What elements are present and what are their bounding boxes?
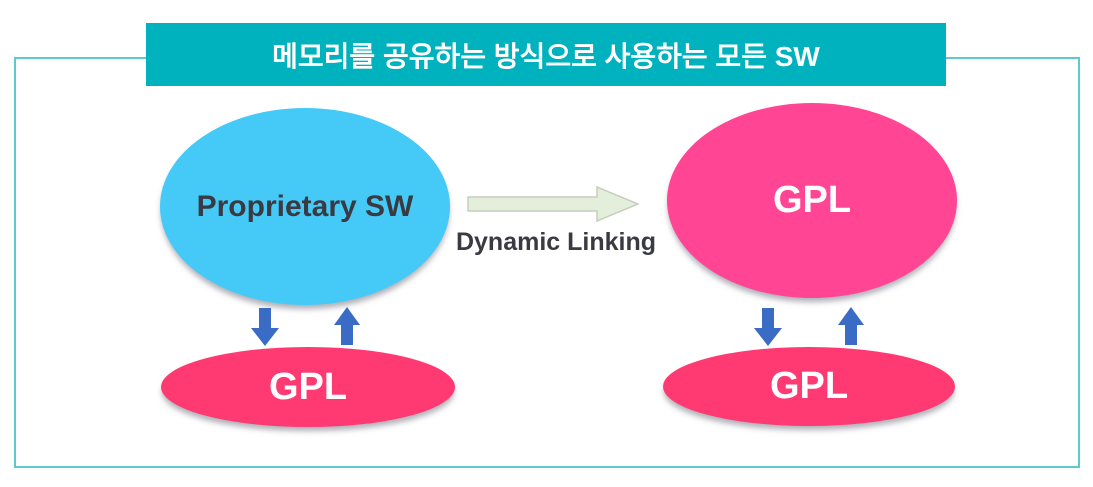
right-block-arrow-icon [467,186,639,222]
gpl-sub-ellipse-left: GPL [161,347,455,427]
down-arrow-icon [754,308,782,346]
gpl-sub-label-right: GPL [769,365,849,407]
header-title: 메모리를 공유하는 방식으로 사용하는 모든 SW [272,40,820,72]
gpl-sub-ellipse-right: GPL [663,347,955,426]
gpl-sub-label-left: GPL [268,365,348,408]
dynamic-linking-label: Dynamic Linking [455,228,657,256]
header-banner: 메모리를 공유하는 방식으로 사용하는 모든 SW [146,23,946,86]
up-arrow-icon [334,307,360,345]
gpl-main-label: GPL [772,179,852,221]
proprietary-sw-label: Proprietary SW [196,189,414,223]
gpl-main-ellipse: GPL [667,103,957,298]
up-arrow-icon [838,307,864,345]
proprietary-sw-ellipse: Proprietary SW [160,108,450,305]
down-arrow-icon [251,308,279,346]
